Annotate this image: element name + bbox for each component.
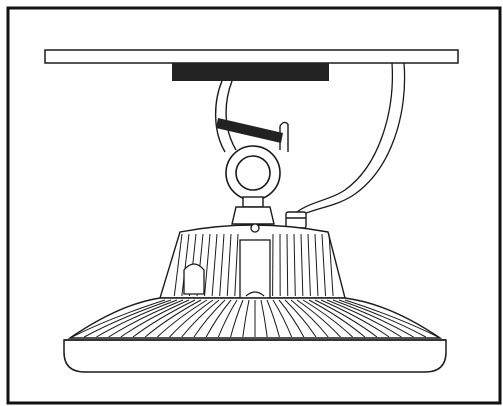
lower-fin bbox=[266, 299, 280, 338]
lower-fin bbox=[290, 299, 329, 338]
lower-fin bbox=[217, 299, 238, 338]
lower-fin bbox=[278, 299, 305, 338]
upper-fin bbox=[234, 233, 239, 297]
lower-fin bbox=[83, 299, 172, 338]
diffuser-lens bbox=[63, 339, 447, 373]
lower-fin bbox=[242, 299, 250, 338]
upper-fin bbox=[181, 233, 190, 297]
lower-fin bbox=[71, 299, 166, 338]
safety-cable bbox=[296, 62, 406, 215]
upper-fin bbox=[204, 233, 211, 297]
center-channel bbox=[239, 223, 271, 299]
upper-fin bbox=[307, 233, 311, 297]
lower-fin bbox=[230, 299, 244, 338]
lower-fin bbox=[181, 299, 220, 338]
upper-fin bbox=[173, 233, 183, 297]
lower-fin bbox=[344, 299, 439, 338]
hook-ring bbox=[225, 145, 281, 201]
lower-fin bbox=[144, 299, 202, 338]
lower-fin bbox=[308, 299, 366, 338]
upper-fin bbox=[286, 233, 289, 297]
cable-gland bbox=[285, 211, 307, 229]
upper-fin bbox=[293, 233, 296, 297]
upper-fin bbox=[226, 233, 232, 297]
upper-fin bbox=[314, 233, 319, 297]
lower-fin bbox=[108, 299, 184, 338]
mounting-bracket bbox=[172, 63, 329, 81]
lower-fin bbox=[326, 299, 402, 338]
upper-fin bbox=[211, 233, 218, 297]
lower-fin bbox=[320, 299, 390, 338]
lower-fin bbox=[332, 299, 414, 338]
upper-fin bbox=[219, 233, 225, 297]
lower-fin bbox=[260, 299, 268, 338]
upper-fin bbox=[300, 233, 304, 297]
lower-fin bbox=[284, 299, 317, 338]
lower-fin bbox=[314, 299, 378, 338]
lower-fin bbox=[193, 299, 226, 338]
upper-fin bbox=[328, 233, 334, 297]
lower-fin bbox=[96, 299, 178, 338]
lower-fin bbox=[338, 299, 427, 338]
hook-neck bbox=[231, 196, 275, 225]
lower-heatsink-fins bbox=[71, 299, 439, 338]
ceiling-panel bbox=[44, 49, 459, 64]
hook-shank bbox=[214, 80, 289, 153]
lower-fin bbox=[157, 299, 208, 338]
lower-fin bbox=[205, 299, 232, 338]
lower-fin bbox=[272, 299, 293, 338]
lower-fin bbox=[302, 299, 353, 338]
lower-fin bbox=[132, 299, 196, 338]
lower-fin bbox=[296, 299, 341, 338]
side-port bbox=[183, 263, 205, 295]
lower-fin bbox=[169, 299, 214, 338]
hook-clamp bbox=[216, 118, 283, 143]
frame-border bbox=[6, 6, 502, 405]
lower-fin bbox=[120, 299, 190, 338]
upper-fin bbox=[321, 233, 327, 297]
